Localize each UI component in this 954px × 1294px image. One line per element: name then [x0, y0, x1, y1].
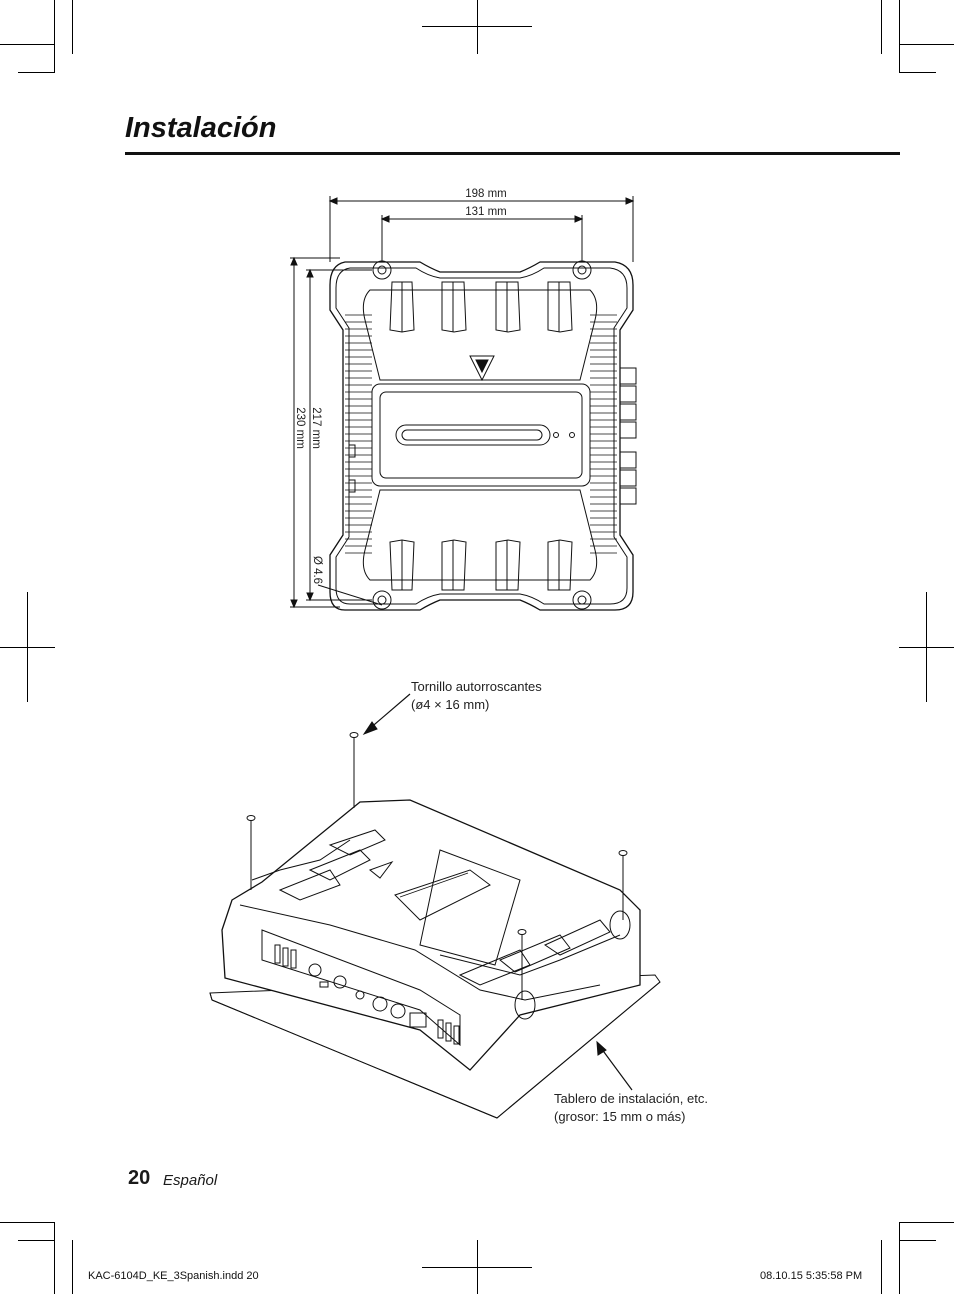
dim-inner-height-label: 217 mm: [310, 407, 322, 449]
page-title: Instalación: [125, 112, 277, 144]
dim-outer-height-label: 230 mm: [294, 407, 306, 449]
slug-filename: KAC-6104D_KE_3Spanish.indd 20: [88, 1270, 259, 1282]
board-callout-line1: Tablero de instalación, etc.: [554, 1091, 708, 1106]
screw-callout: Tornillo autorroscantes (ø4 × 16 mm): [411, 678, 542, 714]
hole-diameter-label: Ø 4.6: [311, 556, 323, 584]
board-callout-line2: (grosor: 15 mm o más): [554, 1109, 686, 1124]
screw-callout-line1: Tornillo autorroscantes: [411, 679, 542, 694]
page-language: Español: [163, 1172, 218, 1189]
screw-callout-line2: (ø4 × 16 mm): [411, 697, 490, 712]
page-number: 20: [128, 1167, 151, 1189]
dim-outer-width-label: 198 mm: [465, 188, 507, 200]
dim-inner-width-label: 131 mm: [465, 206, 507, 218]
title-rule: [125, 152, 900, 155]
board-callout: Tablero de instalación, etc. (grosor: 15…: [554, 1090, 708, 1126]
slug-timestamp: 08.10.15 5:35:58 PM: [760, 1270, 863, 1282]
